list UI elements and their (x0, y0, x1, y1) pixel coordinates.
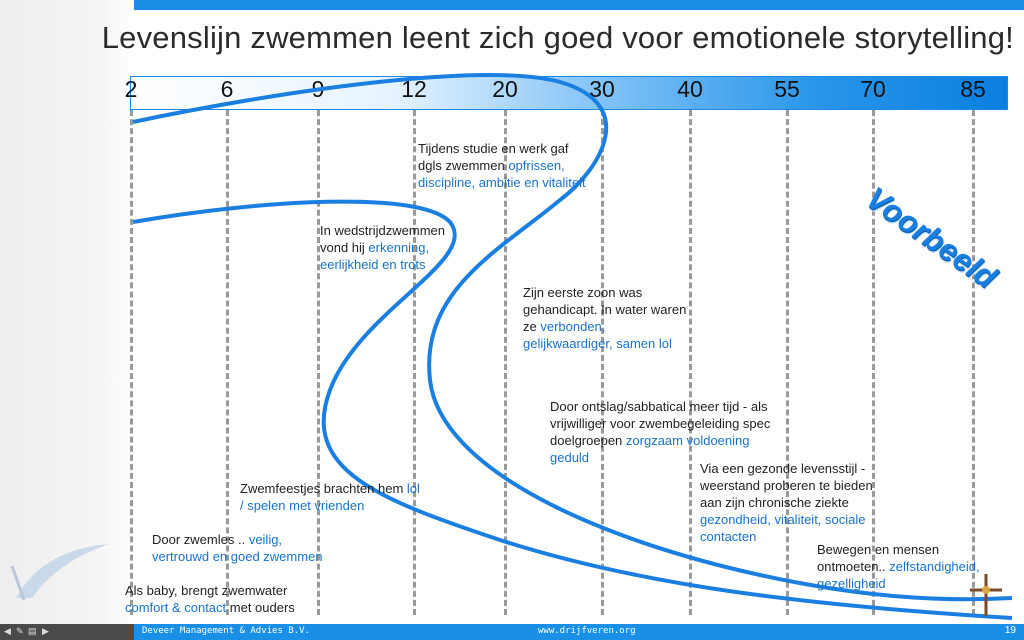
age-gridline (130, 110, 133, 615)
annotation-text: Door ontslag/sabbatical meer tijd - als … (550, 399, 771, 448)
slide-navigation: ◀ ✎ ▤ ▶ (0, 624, 134, 640)
annotation-first-son: Zijn eerste zoon was gehandicapt. In wat… (523, 284, 693, 352)
age-tick: 55 (774, 76, 800, 102)
annotation-text: Zwemfeestjes brachten hem (240, 481, 407, 496)
age-tick: 6 (220, 76, 234, 102)
drijfveren-logo-icon (10, 544, 109, 601)
age-tick: 85 (960, 76, 986, 102)
age-gridline (317, 110, 320, 615)
age-gridline (504, 110, 507, 615)
annotation-highlight: zelfstandigheid, gezelligheid (817, 559, 980, 591)
annotation-highlight: zorgzaam voldoening geduld (550, 433, 750, 465)
age-gridline (872, 110, 875, 615)
previous-icon[interactable]: ◀ (4, 626, 11, 636)
annotation-highlight: gezondheid, vitaliteit, sociale contacte… (700, 512, 866, 544)
menu-icon[interactable]: ▤ (28, 626, 37, 636)
annotation-highlight: comfort & contact (125, 600, 227, 615)
annotation-text: Tijdens studie en werk gaf (418, 141, 569, 156)
age-gridline (689, 110, 692, 615)
compass-cross-icon (970, 574, 1002, 616)
age-gridline (601, 110, 604, 615)
age-tick: 70 (860, 76, 886, 102)
annotation-highlight: lol / spelen met vrienden (240, 481, 420, 513)
annotation-text: Bewegen en mensen ontmoeten.. (817, 542, 940, 574)
annotation-highlight: opfrissen, (508, 158, 565, 173)
next-icon[interactable]: ▶ (42, 626, 49, 636)
annotation-baby: Als baby, brengt zwemwater comfort & con… (125, 582, 325, 616)
age-gridline (226, 110, 229, 615)
footer-bar: ◀ ✎ ▤ ▶ Deveer Management & Advies B.V. … (0, 624, 1024, 640)
annotation-highlight: veilig, vertrouwd en goed zwemmen (152, 532, 323, 564)
annotation-text: met ouders (226, 600, 295, 615)
annotation-text: Via een gezonde levensstijl - weerstand … (700, 461, 873, 510)
annotation-text: In wedstrijdzwemmen vond hij (320, 223, 445, 255)
pen-icon[interactable]: ✎ (16, 626, 24, 636)
age-tick: 2 (124, 76, 138, 102)
left-background-band (0, 0, 134, 624)
annotation-text: Zijn eerste zoon was gehandicapt. In wat… (523, 285, 687, 334)
top-accent-stripe (134, 0, 1024, 10)
footer-url: www.drijfveren.org (538, 626, 636, 636)
age-tick: 20 (492, 76, 518, 102)
annotation-highlight: erkenning, eerlijkheid en trots (320, 240, 430, 272)
footer-company: Deveer Management & Advies B.V. (142, 626, 310, 636)
slide-title: Levenslijn zwemmen leent zich goed voor … (101, 20, 1014, 55)
age-gridline (786, 110, 789, 615)
age-gridline (972, 110, 975, 615)
annotation-healthy-lifestyle: Via een gezonde levensstijl - weerstand … (700, 460, 880, 545)
annotation-sabbatical: Door ontslag/sabbatical meer tijd - als … (550, 398, 785, 466)
age-axis-bar (130, 76, 1008, 110)
age-gridline (413, 110, 416, 615)
annotation-highlight: verbonden, gelijkwaardiger, samen lol (523, 319, 672, 351)
annotation-swim-parties: Zwemfeestjes brachten hem lol / spelen m… (240, 480, 425, 514)
annotation-competition: In wedstrijdzwemmen vond hij erkenning, … (320, 222, 460, 273)
annotation-swim-lessons: Door zwemles .. veilig, vertrouwd en goe… (152, 531, 342, 565)
annotation-study-work: Tijdens studie en werk gaf dgls zwemmen … (418, 140, 586, 191)
annotation-meeting-people: Bewegen en mensen ontmoeten.. zelfstandi… (817, 541, 997, 592)
page-number: 19 (1004, 625, 1016, 636)
age-tick: 40 (677, 76, 703, 102)
annotation-text: dgls zwemmen (418, 158, 509, 173)
annotation-highlight: discipline, ambitie en vitaliteit (418, 175, 586, 190)
annotation-text: Als baby, brengt zwemwater (125, 583, 288, 598)
annotation-text: Door zwemles .. (152, 532, 249, 547)
